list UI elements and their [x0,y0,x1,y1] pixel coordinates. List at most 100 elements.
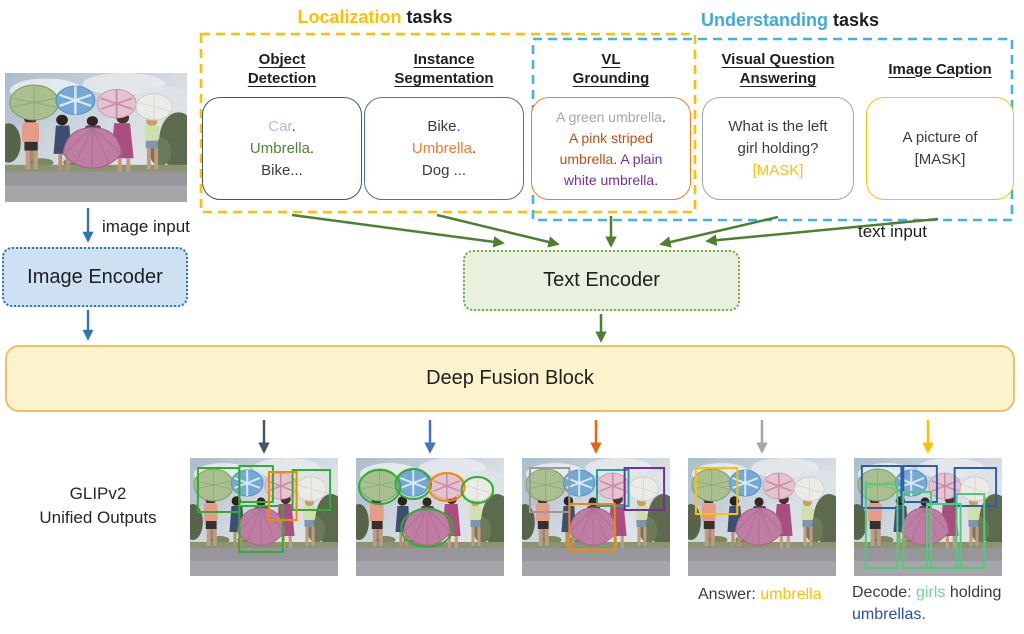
detection-output-photo [190,458,338,576]
task-header-line: VL [601,51,621,68]
annotation-shape [953,467,998,507]
text-segment: Umbrella [411,139,472,157]
task-header-line: Image Caption [888,60,992,78]
text-segment: umbrella [760,586,822,603]
text-segment: . [291,117,296,135]
task-box-line: umbrella. A plain [560,149,663,170]
input-photo [5,73,187,202]
text-segment: . [471,139,477,157]
task-image-caption: Image Caption A picture of [MASK] [866,46,1014,200]
localization-highlight: Localization [297,7,402,27]
annotation-shape [864,483,899,569]
task-box-line: A pink striped [569,128,653,149]
annotation-shape [460,476,495,504]
text-segment: A plain [620,150,663,167]
vqa-output-photo [688,458,836,576]
decode-caption: Decode: girls holding umbrellas. [852,582,1024,626]
decode-caption-line2: umbrellas. [852,604,1024,626]
vqa-answer-caption: Answer: umbrella [698,584,822,606]
annotation-shape [267,471,298,521]
task-arrow-instance-segmentation [436,213,560,248]
text-segment: holding [945,584,1002,601]
task-box-line: What is the left [728,116,827,138]
outputs-title-line1: GLIPv2 [69,484,127,503]
text-segment: [MASK] [752,161,804,179]
text-segment: Dog ... [421,161,467,179]
task-box-line: girl holding? [738,138,819,160]
grounding-output-photo [522,458,670,576]
task-header-line: Object [258,51,306,68]
text-input-label: text input [858,222,927,241]
task-arrow-object-detection [291,213,505,248]
localization-rest: tasks [401,7,453,27]
task-header-line: Detection [247,70,317,87]
annotation-shape [860,465,905,509]
task-box-visual-question-answering: What is the left girl holding?[MASK] [702,97,854,200]
text-segment: . [661,108,666,125]
annotation-shape [238,465,274,503]
text-segment: : [907,584,917,601]
task-header-line: Grounding [572,70,650,87]
task-box-line: Car. [268,116,296,138]
text-segment: umbrellas. [852,606,926,623]
text-segment: A pink striped [568,129,654,146]
task-box-object-detection: Car.Umbrella.Bike... [202,97,362,200]
task-box-line: Umbrella. [412,138,476,160]
annotation-shape [238,505,284,553]
task-box-line: [MASK] [915,149,966,171]
deep-fusion-block: Deep Fusion Block [5,345,1015,412]
outputs-title-line2: Unified Outputs [39,508,157,527]
annotation-shape [900,465,938,503]
task-header-line: Instance [413,51,475,68]
text-segment: . [309,139,315,157]
text-segment: umbrella [559,150,614,167]
annotation-shape [291,469,332,511]
task-arrow-visual-question-answering [659,215,779,248]
task-box-line: A picture of [902,127,977,149]
text-segment: A green umbrella [556,108,662,125]
annotation-shape [623,467,666,511]
task-header-line: Answering [739,70,817,87]
text-segment: What is the left [728,117,828,135]
task-box-image-caption: A picture of [MASK] [866,97,1014,200]
understanding-rest: tasks [827,10,880,30]
text-segment: . [654,171,659,188]
text-segment: Umbrella [249,139,310,157]
text-segment: Car [268,117,292,135]
text-segment: Bike. [427,117,461,135]
image-encoder-block: Image Encoder [2,247,188,307]
localization-tasks-title: Localization tasks [230,7,520,28]
annotation-shape [955,493,986,569]
task-box-instance-segmentation: Bike. Umbrella.Dog ... [364,97,524,200]
task-box-line: A green umbrella. [556,107,666,128]
annotation-shape [568,503,616,551]
task-box-line: Umbrella. [250,138,314,160]
text-segment: Bike... [261,161,303,179]
segmentation-output-photo [356,458,504,576]
annotation-shape [528,467,571,513]
text-segment: [MASK] [914,150,966,168]
text-segment: Answer: [698,586,761,603]
annotation-shape [902,491,932,569]
task-header-line: Visual Question [721,51,835,68]
image-input-label: image input [102,217,190,236]
task-header-vl-grounding: VL Grounding [531,46,691,92]
task-box-line: Bike... [261,160,303,182]
caption-output-photo [854,458,1002,576]
annotation-shape [394,468,432,500]
task-header-image-caption: Image Caption [866,46,1014,92]
text-segment: A picture of [902,128,978,146]
task-box-line: Dog ... [422,160,466,182]
task-header-line: Segmentation [394,70,494,87]
task-box-line: [MASK] [753,160,804,182]
understanding-highlight: Understanding [700,10,828,30]
text-segment: white umbrella [563,171,655,188]
